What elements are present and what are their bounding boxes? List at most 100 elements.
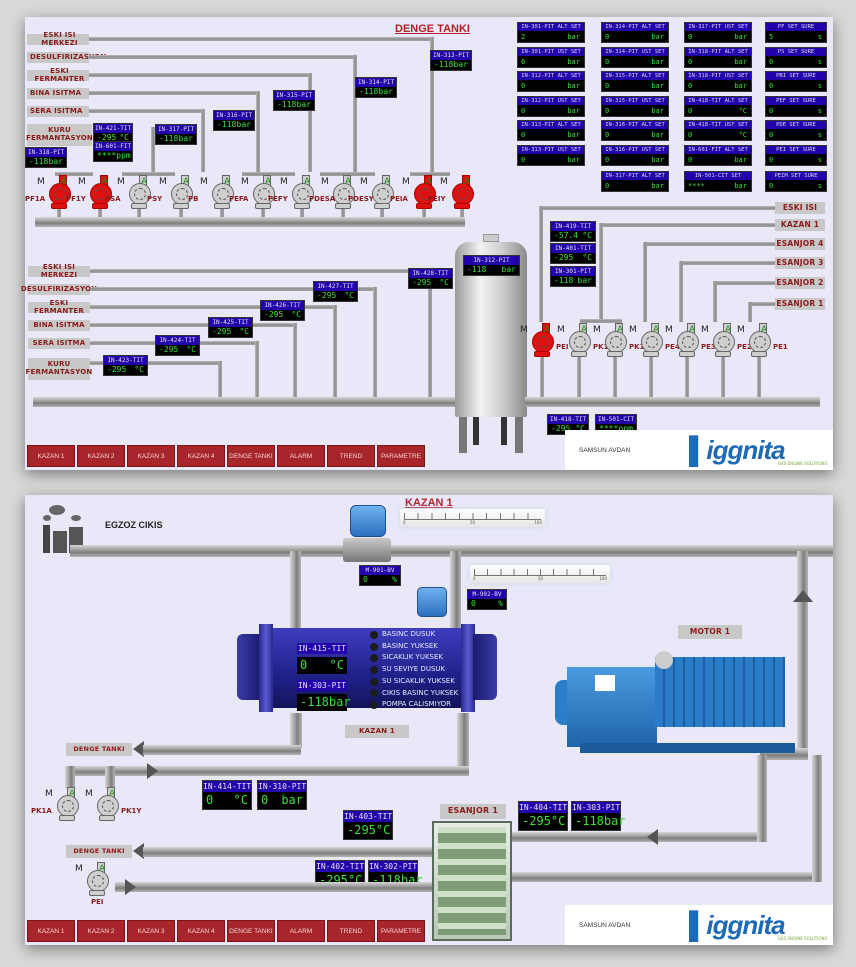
tag-in-414-tit[interactable]: IN-414-TIT 0°C — [202, 780, 252, 810]
pump-icon[interactable] — [639, 323, 665, 359]
nav-button-parametre[interactable]: PARAMETRE — [377, 445, 425, 467]
nav-button-trend[interactable]: TREND — [327, 445, 375, 467]
pump-icon[interactable] — [711, 323, 737, 359]
pump-icon[interactable] — [567, 323, 593, 359]
nav-button-alarm[interactable]: ALARM — [277, 920, 325, 942]
temperature-tag[interactable]: IN-423-TIT-295°C — [103, 355, 148, 376]
pump-icon[interactable] — [290, 175, 316, 211]
tag-in-415-tit[interactable]: IN-415-TIT 0°C — [297, 643, 347, 674]
valve-actuator-icon[interactable] — [350, 505, 386, 537]
temperature-tag[interactable]: IN-428-TIT-295°C — [408, 268, 453, 289]
pump-icon[interactable] — [85, 862, 111, 898]
nav-button-alarm[interactable]: ALARM — [277, 445, 325, 467]
temperature-tag[interactable]: IN-424-TIT-295°C — [155, 335, 200, 356]
nav-button-kazan-1[interactable]: KAZAN 1 — [27, 445, 75, 467]
nav-button-denge-tanki[interactable]: DENGE TANKI — [227, 920, 275, 942]
temperature-tag[interactable]: IN-427-TIT-295°C — [313, 281, 358, 302]
pump-icon[interactable] — [55, 787, 81, 823]
nav-button-kazan-2[interactable]: KAZAN 2 — [77, 920, 125, 942]
pump-icon[interactable] — [370, 175, 396, 211]
setpoint-field[interactable]: IN-501-CIT SET****bar — [684, 171, 752, 192]
pump-icon[interactable] — [747, 323, 773, 359]
conductivity-tag[interactable]: IN-601-FIT****ppm — [93, 141, 133, 162]
temperature-tag[interactable]: IN-425-TIT-295°C — [208, 317, 253, 338]
nav-button-kazan-3[interactable]: KAZAN 3 — [127, 445, 175, 467]
pump-icon[interactable] — [530, 323, 556, 359]
pump-icon[interactable] — [251, 175, 277, 211]
valve-tag-m901[interactable]: M-901-BV 0% — [359, 565, 401, 586]
nav-button-kazan-1[interactable]: KAZAN 1 — [27, 920, 75, 942]
gas-engine-generator-icon[interactable] — [555, 645, 800, 755]
pump-icon[interactable] — [603, 323, 629, 359]
pump-icon[interactable] — [47, 175, 73, 211]
valve-actuator-icon[interactable] — [417, 587, 447, 617]
nav-button-kazan-4[interactable]: KAZAN 4 — [177, 445, 225, 467]
pump-icon[interactable] — [210, 175, 236, 211]
pump-icon[interactable] — [88, 175, 114, 211]
nav-button-kazan-2[interactable]: KAZAN 2 — [77, 445, 125, 467]
temperature-tag[interactable]: IN-426-TIT-295°C — [260, 300, 305, 321]
nav-button-kazan-3[interactable]: KAZAN 3 — [127, 920, 175, 942]
pump-icon[interactable] — [331, 175, 357, 211]
pump-icon[interactable] — [127, 175, 153, 211]
valve-tag-m902[interactable]: M-902-BV 0% — [467, 589, 507, 610]
pump-icon[interactable] — [450, 175, 476, 211]
temperature-tag[interactable]: IN-419-TIT-57.4°C — [550, 221, 596, 242]
nav-button-parametre[interactable]: PARAMETRE — [377, 920, 425, 942]
tag-in-404-tit[interactable]: IN-404-TIT -295°C — [518, 801, 568, 831]
heat-exchanger-icon[interactable] — [432, 821, 512, 941]
nav-button-kazan-4[interactable]: KAZAN 4 — [177, 920, 225, 942]
